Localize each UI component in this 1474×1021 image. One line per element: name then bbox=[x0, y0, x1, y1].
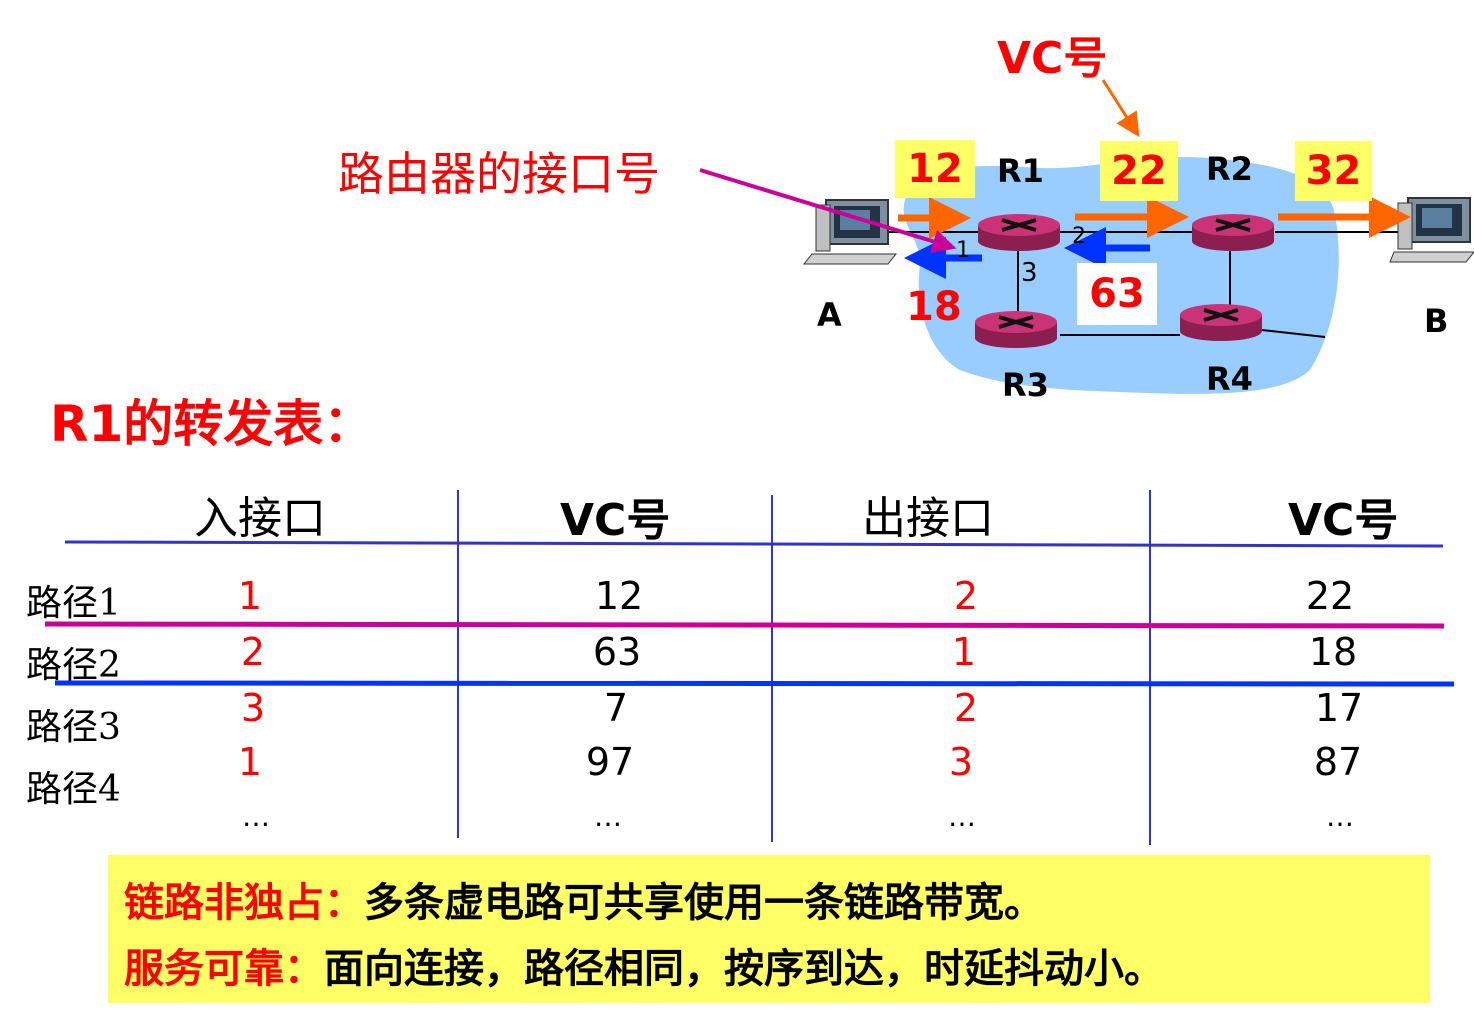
vc-pointer-arrow bbox=[1101, 79, 1140, 138]
vc-tag-a-r1: 12 bbox=[895, 140, 975, 198]
note-line-2: 服务可靠：面向连接，路径相同，按序到达，时延抖动小。 bbox=[124, 936, 1164, 994]
table-header-in-interface: 入接口 bbox=[194, 493, 326, 544]
cell-in-vc-1: 12 bbox=[594, 574, 644, 618]
cell-out-vc-4: 87 bbox=[1313, 740, 1363, 784]
cell-in-if-4: 1 bbox=[237, 740, 263, 784]
ellipsis-col-2: … bbox=[594, 800, 622, 833]
cell-in-vc-2: 63 bbox=[592, 630, 642, 674]
note-key-2: 服务可靠： bbox=[124, 945, 324, 992]
cell-out-vc-1: 22 bbox=[1305, 574, 1355, 618]
ellipsis-col-1: … bbox=[242, 800, 270, 833]
cell-in-vc-3: 7 bbox=[603, 686, 629, 730]
node-label-a: A bbox=[817, 296, 842, 334]
port-number-2: 2 bbox=[1072, 224, 1086, 249]
cell-in-vc-4: 97 bbox=[585, 740, 635, 784]
row-label-1: 路径1 bbox=[26, 583, 121, 624]
table-header-out-vc: VC号 bbox=[1288, 495, 1399, 546]
link-r4-out bbox=[1261, 329, 1326, 338]
cell-in-if-3: 3 bbox=[240, 686, 266, 730]
cell-in-if-2: 2 bbox=[240, 630, 266, 674]
table-header-in-vc: VC号 bbox=[560, 495, 671, 546]
table-header-rule bbox=[64, 540, 1444, 548]
note-key-1: 链路非独占： bbox=[124, 879, 364, 926]
router-r3 bbox=[975, 311, 1057, 348]
row-highlight-magenta bbox=[44, 621, 1445, 629]
summary-note-box bbox=[108, 855, 1430, 1003]
vc-tag-r2-b: 32 bbox=[1295, 141, 1372, 201]
port-number-3: 3 bbox=[1021, 258, 1038, 288]
node-label-r1: R1 bbox=[997, 152, 1044, 190]
table-lines bbox=[44, 490, 1455, 845]
port-number-1: 1 bbox=[956, 238, 970, 263]
cell-out-if-2: 1 bbox=[951, 630, 977, 674]
vc-tag-r1-a: 18 bbox=[906, 284, 962, 330]
router-r1 bbox=[978, 214, 1060, 251]
node-label-r4: R4 bbox=[1206, 360, 1253, 398]
row-label-4: 路径4 bbox=[26, 769, 121, 810]
note-text-1: 多条虚电路可共享使用一条链路带宽。 bbox=[364, 879, 1044, 926]
row-label-3: 路径3 bbox=[26, 707, 121, 748]
note-line-1: 链路非独占：多条虚电路可共享使用一条链路带宽。 bbox=[124, 870, 1044, 928]
vc-tag-r2-r1: 63 bbox=[1077, 263, 1157, 325]
node-label-r3: R3 bbox=[1002, 366, 1049, 404]
ellipsis-col-4: … bbox=[1326, 800, 1354, 833]
vc-tag-r1-r2: 22 bbox=[1100, 141, 1178, 201]
port-pointer-arrow bbox=[699, 168, 957, 253]
cell-out-if-3: 2 bbox=[953, 686, 979, 730]
cell-out-vc-3: 17 bbox=[1314, 686, 1364, 730]
cell-out-if-4: 3 bbox=[948, 740, 974, 784]
table-header-out-interface: 出接口 bbox=[862, 493, 994, 544]
node-label-r2: R2 bbox=[1206, 150, 1253, 188]
router-r2 bbox=[1192, 214, 1274, 251]
vc-label: VC号 bbox=[997, 33, 1108, 84]
cell-in-if-1: 1 bbox=[237, 574, 263, 618]
table-title: R1的转发表： bbox=[50, 395, 374, 453]
node-label-b: B bbox=[1424, 302, 1449, 340]
row-label-2: 路径2 bbox=[26, 645, 121, 686]
cell-out-if-1: 2 bbox=[953, 574, 979, 618]
router-r4 bbox=[1180, 304, 1262, 341]
note-text-2: 面向连接，路径相同，按序到达，时延抖动小。 bbox=[324, 945, 1164, 992]
ellipsis-col-3: … bbox=[948, 800, 976, 833]
cell-out-vc-2: 18 bbox=[1308, 630, 1358, 674]
port-label: 路由器的接口号 bbox=[338, 147, 660, 201]
row-highlight-blue bbox=[54, 680, 1455, 687]
